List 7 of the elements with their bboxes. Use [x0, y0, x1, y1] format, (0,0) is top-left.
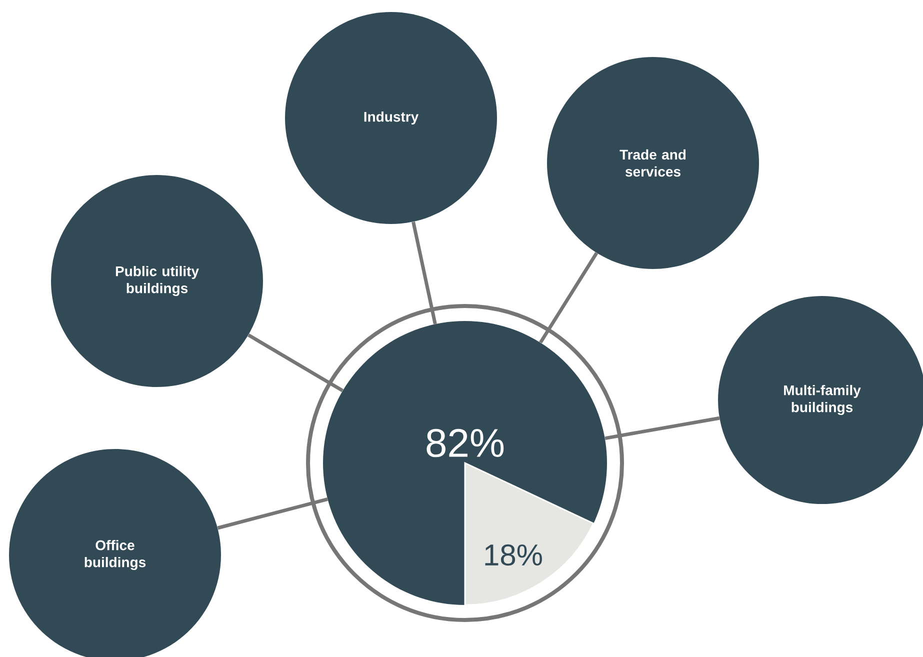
- connector-line: [539, 252, 598, 344]
- percentage-label: 18%: [485, 544, 542, 566]
- connector-line: [604, 416, 720, 440]
- connector-line: [412, 221, 437, 324]
- percentage-label: 82%: [426, 428, 504, 458]
- connector-line: [248, 334, 344, 392]
- connector-line: [217, 497, 328, 530]
